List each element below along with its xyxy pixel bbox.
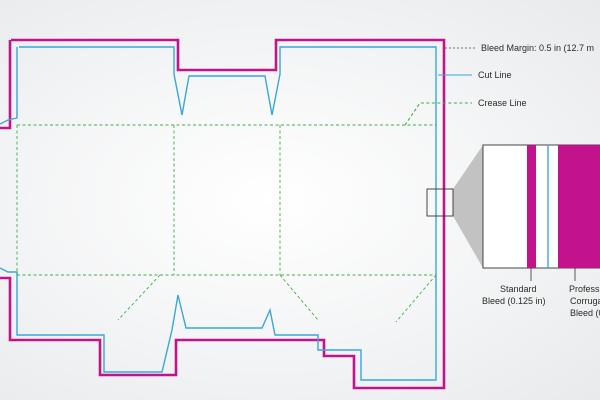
bleed-margin-label: Bleed Margin: 0.5 in (12.7 m (481, 43, 594, 53)
crease-line-diag-bm (279, 274, 319, 321)
standard-bleed-label-2: Bleed (0.125 in) (482, 296, 546, 306)
crease-leader (404, 102, 472, 126)
standard-bleed-label-1: Standard (500, 284, 537, 294)
magnifier-source-box (426, 188, 454, 217)
zoom-standard-bleed-band (527, 145, 536, 268)
zoom-professional-bleed-band (558, 145, 600, 268)
bleed-outline (0, 38, 446, 390)
crease-line-diag-bl (117, 274, 161, 321)
magnifier (426, 144, 600, 281)
box-dieline (0, 38, 446, 390)
cut-outline (0, 46, 437, 381)
cut-line-label: Cut Line (478, 70, 512, 80)
professional-bleed-label-3: Bleed (0.5 (570, 308, 600, 318)
professional-bleed-label-2: Corrugat (570, 296, 600, 306)
legend-leaders (404, 47, 477, 126)
professional-bleed-label-1: Professio (569, 284, 600, 294)
crease-line-label: Crease Line (478, 98, 527, 108)
crease-lines (16, 102, 437, 323)
magnifier-beam (453, 145, 483, 268)
crease-line-diag-br (395, 274, 437, 323)
